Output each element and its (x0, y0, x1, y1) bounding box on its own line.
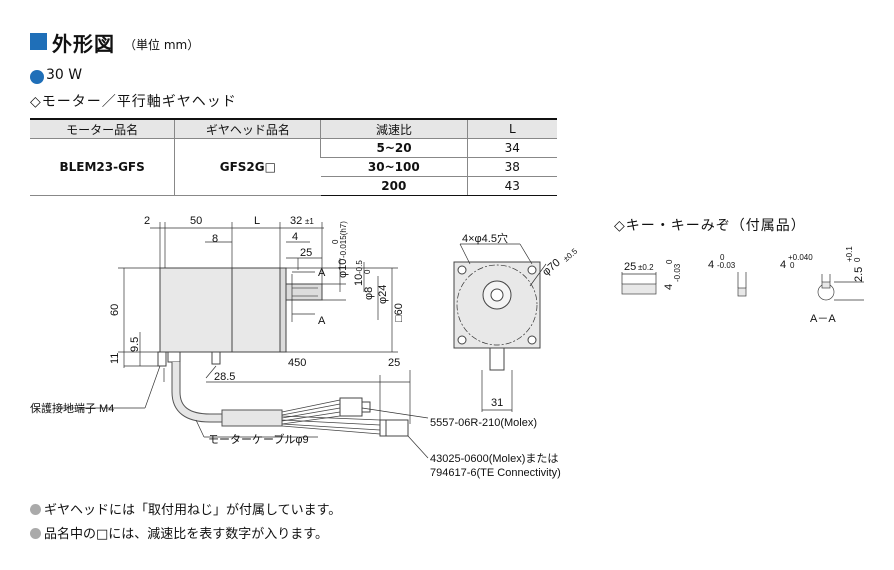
dim-sq60: □60 (393, 303, 405, 322)
power-label: 30 W (46, 67, 83, 83)
length-cell: 43 (466, 176, 557, 196)
dim-8: 8 (212, 233, 218, 245)
gearhead-name: GFS2G□ (174, 138, 321, 196)
dim-2: 2 (144, 215, 150, 227)
ground-terminal-label: 保護接地端子 M4 (30, 401, 114, 415)
dim-25b: 25 (388, 357, 400, 369)
key-4b: 4 (708, 259, 714, 271)
dim-4: 4 (292, 231, 298, 243)
dim-9.5: 9.5 (129, 337, 141, 352)
keyway-2.5-tol: +0.1 (845, 246, 854, 262)
keyway-4-tol-zero: 0 (790, 261, 795, 270)
connector-2 (385, 419, 409, 437)
table-row: 30~100 38 (30, 157, 557, 177)
bullet-icon (30, 528, 41, 539)
note-text: ギヤヘッドには「取付用ねじ」が付属しています。 (44, 503, 342, 518)
key-4: 4 (663, 284, 675, 290)
holes-label: 4×φ4.5穴 (462, 231, 508, 245)
spec-table: モーター品名 ギヤヘッド品名 減速比 L BLEM23-GFS GFS2G□ 5… (30, 118, 557, 196)
unit-label: （単位 mm） (124, 38, 200, 52)
ground-terminal (157, 351, 167, 367)
key-heading: ◇キー・キーみぞ（付属品） (614, 218, 806, 234)
col-header: モーター品名 (30, 118, 175, 139)
ratio-cell: 30~100 (320, 157, 468, 177)
dim-25: 25 (300, 247, 312, 259)
pcd-label: φ70 (540, 257, 563, 279)
table-header-row: モーター品名 ギヤヘッド品名 減速比 L (30, 118, 557, 139)
table-row: 200 43 (30, 176, 557, 196)
keyway-2.5-tol-zero: 0 (853, 257, 862, 262)
shaft-tol: -0.015(h7) (339, 221, 348, 258)
connector-2-label-b: 794617-6(TE Connectivity) (430, 467, 561, 479)
keyway-4-tol: +0.040 (788, 253, 813, 262)
flange (279, 267, 287, 353)
shaft-dia: φ10 (337, 259, 349, 278)
section-mark-A: A (318, 315, 326, 327)
cable-label: モーターケーブルφ9 (208, 432, 309, 446)
page-title: 外形図 (52, 32, 115, 56)
section-mark-A: A (318, 267, 326, 279)
section-label: A－A (810, 313, 836, 325)
keyway-4: 4 (780, 259, 786, 271)
col-header: 減速比 (320, 118, 468, 139)
note-item: ギヤヘッドには「取付用ねじ」が付属しています。 (30, 499, 341, 518)
key-4-tol: -0.03 (673, 263, 682, 282)
dim-32: 32 (290, 215, 302, 227)
key-4-tol-zero: 0 (665, 259, 674, 264)
note-text: 品名中の□には、減速比を表す数字が入ります。 (44, 527, 328, 542)
gearhead-body (231, 267, 281, 353)
section-heading: ◇モーター／平行軸ギヤヘッド (30, 94, 237, 110)
dim-phi24: φ24 (377, 285, 389, 304)
connector-1 (339, 397, 363, 417)
pcd-tol: ±0.5 (562, 246, 580, 263)
bullet-icon (30, 504, 41, 515)
keyway-2.5: 2.5 (853, 267, 865, 282)
dim-10: 10 (353, 274, 365, 286)
dim-11: 11 (109, 353, 121, 364)
shaft-tol-zero: 0 (331, 239, 340, 244)
motor-body (159, 267, 233, 353)
dim-60: 60 (109, 304, 121, 316)
table-row: BLEM23-GFS GFS2G□ 5~20 34 (30, 138, 557, 196)
motor-name: BLEM23-GFS (30, 138, 175, 196)
key-4b-tol-zero: 0 (720, 253, 725, 262)
front-flange (453, 261, 541, 349)
ratio-cell: 200 (320, 176, 468, 196)
length-cell: 34 (466, 138, 557, 158)
dim-450: 450 (288, 357, 306, 369)
dim-10-tol-zero: 0 (363, 269, 372, 274)
connector-2-label-a: 43025-0600(Molex)または (430, 452, 558, 465)
dim-50: 50 (190, 215, 202, 227)
dim-phi8: φ8 (363, 287, 375, 300)
dim-31: 31 (491, 397, 503, 409)
ratio-cell: 5~20 (320, 138, 468, 158)
length-cell: 38 (466, 157, 557, 177)
key-25: 25 (624, 261, 636, 273)
title-marker-icon (30, 33, 47, 50)
key-25-tol: ±0.2 (638, 263, 654, 272)
bullet-icon (30, 70, 44, 84)
note-item: 品名中の□には、減速比を表す数字が入ります。 (30, 523, 328, 542)
connector-1-label: 5557-06R-210(Molex) (430, 417, 537, 429)
shaft (285, 283, 323, 301)
dim-28.5: 28.5 (214, 371, 235, 383)
col-header: ギヤヘッド品名 (174, 118, 321, 139)
dim-L: L (254, 215, 260, 227)
dim-32-tol: ±1 (305, 217, 314, 226)
key-4b-tol: -0.03 (717, 261, 736, 270)
col-header: L (466, 118, 557, 139)
dim-10-tol: -0.5 (355, 260, 364, 274)
